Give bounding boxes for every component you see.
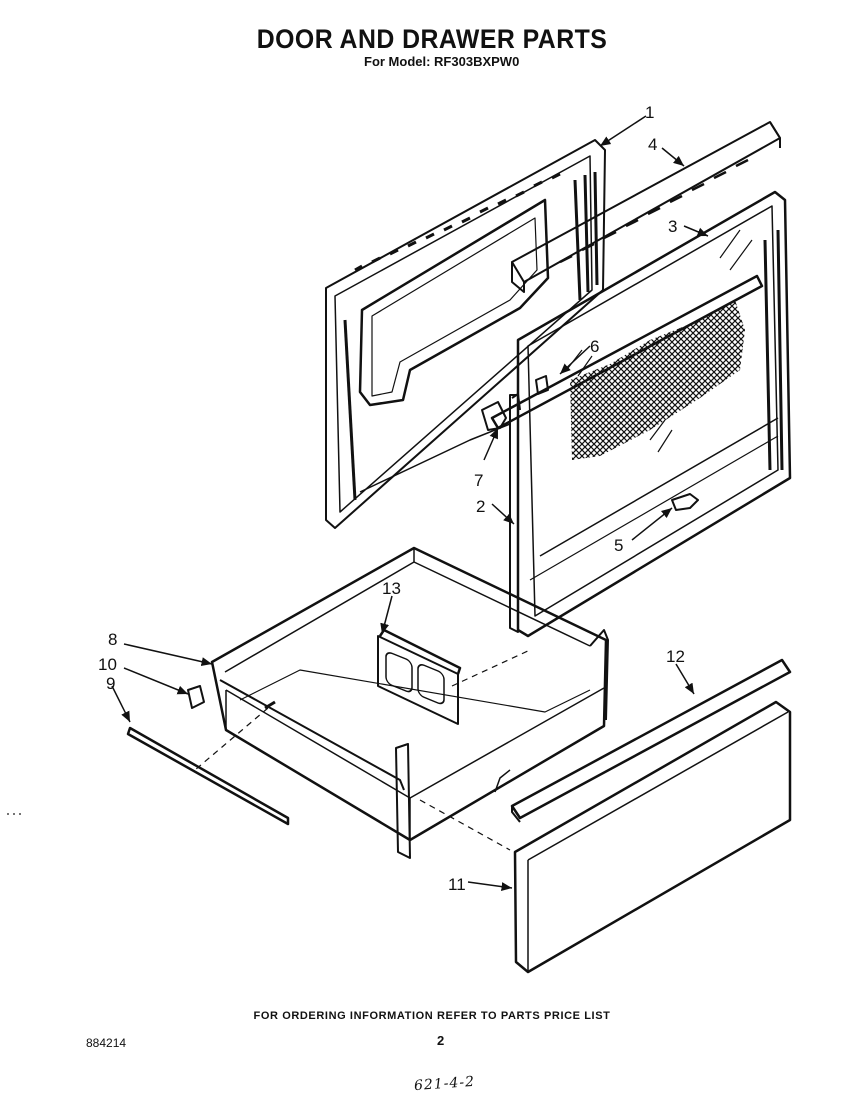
model-subtitle: For Model: RF303BXPW0 bbox=[364, 54, 520, 69]
callout-4: 4 bbox=[648, 135, 657, 154]
drawer-front-panel bbox=[513, 700, 792, 974]
page-title: DOOR AND DRAWER PARTS bbox=[256, 24, 608, 54]
leader-10 bbox=[123, 667, 189, 695]
callout-3: 3 bbox=[668, 217, 677, 236]
leader-5 bbox=[631, 507, 673, 541]
document-number: 884214 bbox=[86, 1036, 127, 1050]
callout-2: 2 bbox=[476, 497, 485, 516]
ordering-note: FOR ORDERING INFORMATION REFER TO PARTS … bbox=[253, 1010, 611, 1022]
leader-11 bbox=[467, 881, 513, 892]
callout-11: 11 bbox=[448, 875, 466, 894]
leader-6 bbox=[559, 345, 591, 375]
door-vent-trim bbox=[511, 121, 781, 293]
callout-5: 5 bbox=[614, 536, 623, 555]
inner-door-panel bbox=[325, 139, 606, 529]
drawer-divider bbox=[377, 628, 462, 725]
callout-10: 10 bbox=[98, 655, 117, 674]
drawer-body bbox=[210, 546, 609, 859]
drawer-clip bbox=[187, 685, 205, 709]
callout-9: 9 bbox=[106, 674, 115, 693]
drawer-slide bbox=[510, 658, 792, 820]
callout-1: 1 bbox=[645, 103, 654, 122]
callout-7: 7 bbox=[474, 471, 483, 490]
callout-8: 8 bbox=[108, 630, 117, 649]
leader-7 bbox=[483, 427, 499, 461]
door-latch bbox=[671, 493, 699, 511]
page-number: 2 bbox=[437, 1033, 445, 1048]
leader-4 bbox=[661, 147, 685, 167]
leader-13 bbox=[380, 595, 393, 635]
outer-door-glass bbox=[509, 190, 792, 638]
leader-12 bbox=[675, 663, 695, 695]
leader-2 bbox=[491, 503, 515, 525]
callout-13: 13 bbox=[382, 579, 401, 598]
drawer-rail bbox=[126, 726, 290, 826]
leader-8 bbox=[123, 643, 213, 667]
leader-9 bbox=[111, 685, 131, 723]
door-handle bbox=[481, 274, 764, 431]
leader-3 bbox=[683, 225, 709, 237]
callout-6: 6 bbox=[590, 337, 599, 356]
callout-12: 12 bbox=[666, 647, 685, 666]
leader-1 bbox=[599, 115, 647, 147]
